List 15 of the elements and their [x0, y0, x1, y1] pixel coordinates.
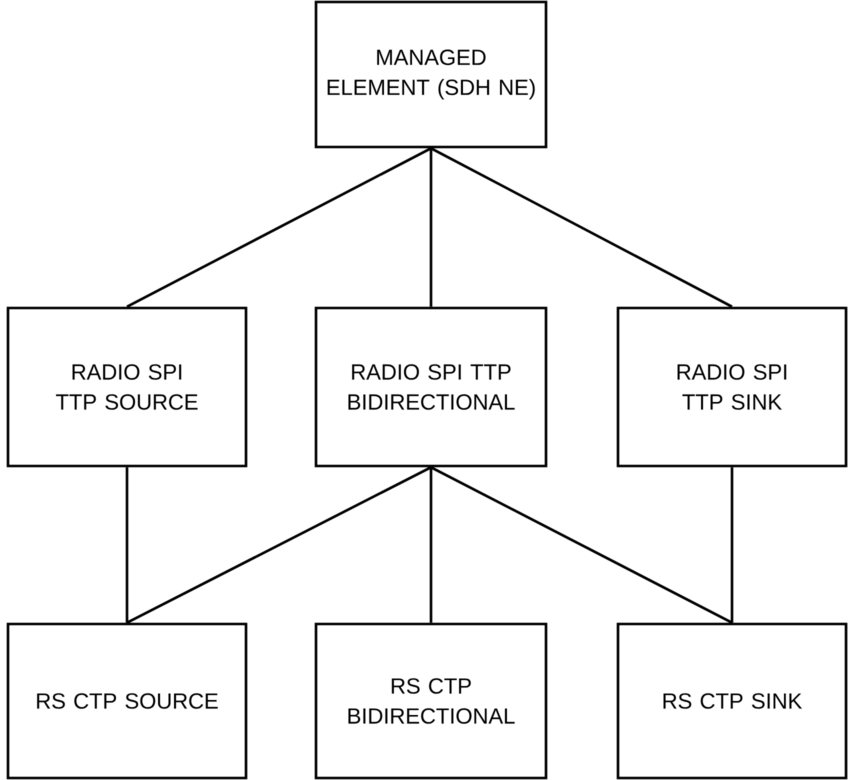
connector-line	[126, 147, 432, 308]
process-box: RADIO SPI TTP BIDIRECTIONAL	[314, 306, 548, 468]
connector-line	[430, 147, 733, 308]
process-box: RADIO SPI TTP SINK	[616, 306, 848, 468]
connector-line	[126, 466, 432, 624]
connector-line	[126, 467, 128, 623]
process-box: MANAGED ELEMENT (SDH NE)	[314, 0, 548, 148]
connector-line	[730, 467, 734, 623]
process-box: RS CTP SOURCE	[6, 622, 248, 780]
process-box: RS CTP SINK	[616, 622, 848, 780]
process-box: RS CTP BIDIRECTIONAL	[314, 622, 548, 780]
process-box: RADIO SPI TTP SOURCE	[6, 306, 248, 468]
connector-line	[430, 466, 733, 624]
connector-line	[430, 467, 432, 623]
connector-line	[430, 148, 432, 307]
